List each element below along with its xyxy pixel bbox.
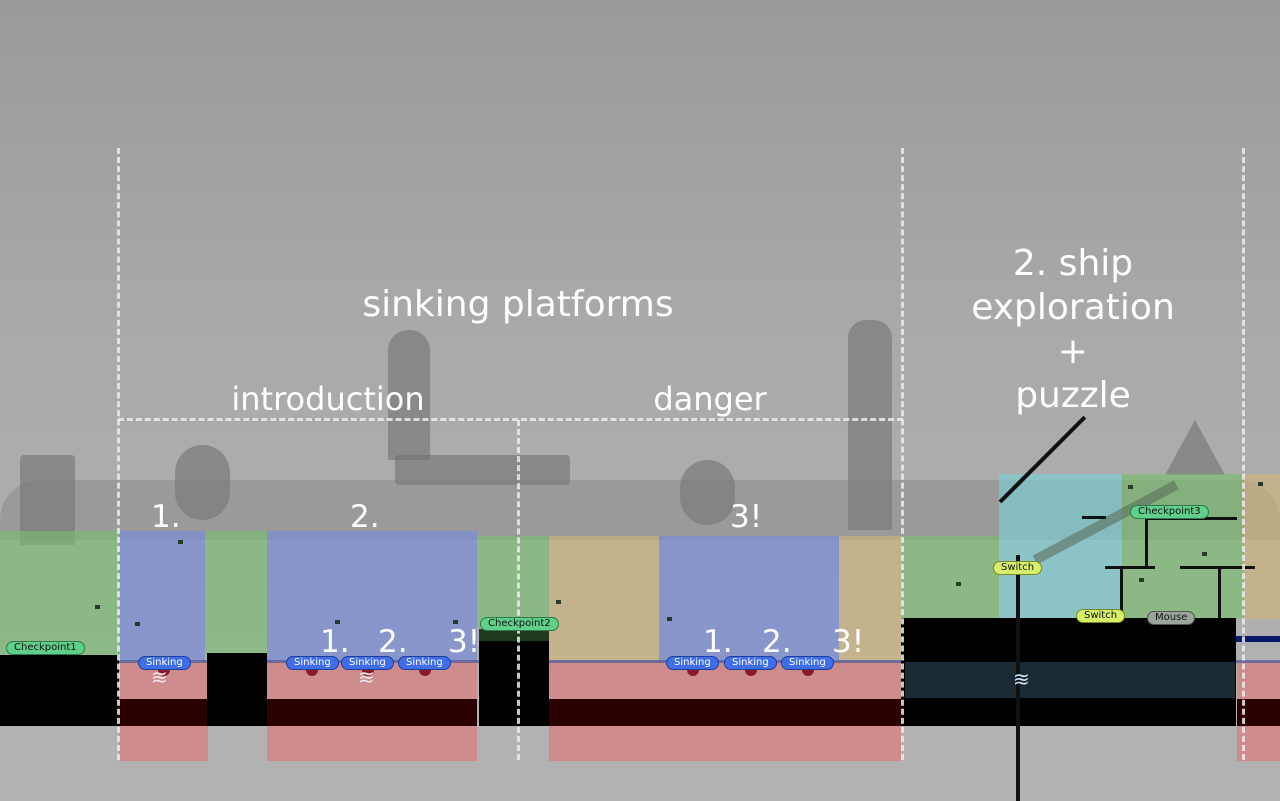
- marker-intro-sub-3: 3!: [448, 624, 481, 660]
- zone-danger-blue: [659, 536, 839, 661]
- platform-hook-intro: [158, 668, 170, 676]
- collectible-dot: [1139, 578, 1144, 582]
- collectible-dot: [1258, 482, 1263, 486]
- platform-hook-6: [802, 668, 814, 676]
- lighthouse-silhouette-right: [848, 320, 892, 530]
- water-wave-icon: ≋: [151, 665, 168, 689]
- water-wave-icon: ≋: [1013, 667, 1030, 691]
- marker-danger-3: 3!: [730, 499, 763, 535]
- grass-checkpoint2: [479, 629, 549, 641]
- platform-hook-2: [362, 668, 374, 676]
- switch-label-crane[interactable]: Switch: [993, 561, 1043, 575]
- marker-danger-sub-2: 2.: [762, 624, 792, 660]
- subsection-title-introduction: introduction: [231, 380, 425, 418]
- zone-intro-blue-1: [119, 531, 205, 661]
- divider-intro-danger: [517, 420, 520, 760]
- ship-deck-bar: [1236, 636, 1280, 642]
- collectible-dot: [956, 582, 961, 586]
- collectible-dot: [453, 620, 458, 624]
- ship-shelf-2: [1105, 566, 1155, 569]
- ship-wall-1: [1145, 518, 1148, 566]
- zone-danger-tan-2: [839, 536, 901, 661]
- marker-intro-sub-1: 1.: [320, 624, 350, 660]
- zone-ship-green-2: [1122, 474, 1244, 618]
- section-title-sinking-platforms: sinking platforms: [362, 284, 674, 325]
- collectible-dot: [1128, 485, 1133, 489]
- ship-shelf-3: [1180, 566, 1255, 569]
- ground-checkpoint2: [479, 629, 549, 726]
- collectible-dot: [667, 617, 672, 621]
- guitar-silhouette: [680, 460, 735, 525]
- section-title-ship-4: puzzle: [1015, 375, 1131, 416]
- collectible-dot: [178, 540, 183, 544]
- divider-platforms-ship: [901, 148, 904, 760]
- switch-label-deck[interactable]: Switch: [1076, 609, 1126, 623]
- windmill-silhouette: [20, 455, 75, 545]
- marker-intro-sub-2: 2.: [378, 624, 408, 660]
- sinking-platform-label-6[interactable]: Sinking: [781, 656, 834, 670]
- deep-water-3: [549, 699, 901, 726]
- section-title-ship-2: exploration: [971, 287, 1175, 328]
- checkpoint1-label[interactable]: Checkpoint1: [6, 641, 85, 655]
- marker-danger-sub-3: 3!: [832, 624, 865, 660]
- deep-water-2: [267, 699, 477, 726]
- collectible-dot: [556, 600, 561, 604]
- subsection-title-danger: danger: [653, 380, 767, 418]
- lighthouse-silhouette-left: [388, 330, 430, 460]
- deep-water-1: [119, 699, 208, 726]
- collectible-dot: [335, 620, 340, 624]
- ground-intro-pillar: [207, 653, 267, 726]
- platform-hook-1: [306, 668, 318, 676]
- buoy-silhouette: [175, 445, 230, 520]
- sailboat-silhouette: [1165, 420, 1225, 475]
- ground-start: [0, 655, 119, 726]
- collectible-dot: [1202, 552, 1207, 556]
- water-wave-icon: ≋: [358, 665, 375, 689]
- divider-end: [1242, 148, 1245, 760]
- divider-start: [117, 148, 120, 760]
- marker-intro-1: 1.: [151, 499, 181, 535]
- divider-subsections: [118, 418, 903, 421]
- ship-deck-line: [1082, 516, 1106, 519]
- sinking-platform-label-2[interactable]: Sinking: [341, 656, 394, 670]
- checkpoint2-label[interactable]: Checkpoint2: [480, 617, 559, 631]
- ship-wall-3: [1218, 566, 1221, 618]
- zone-ship-tan-edge: [1244, 474, 1280, 619]
- sinking-platform-label-1[interactable]: Sinking: [286, 656, 339, 670]
- zone-checkpoint2-green: [477, 536, 549, 628]
- section-title-ship-3: +: [1057, 331, 1089, 372]
- platform-hook-4: [687, 668, 699, 676]
- mouse-label[interactable]: Mouse: [1147, 611, 1196, 625]
- zone-intro-blue-2: [267, 531, 477, 661]
- sinking-platform-label-5[interactable]: Sinking: [724, 656, 777, 670]
- zone-danger-tan-1: [549, 536, 659, 661]
- platform-hook-3: [419, 668, 431, 676]
- zone-start-green: [0, 531, 119, 656]
- zone-intro-green: [205, 531, 267, 653]
- crane-tower: [1016, 555, 1020, 801]
- collectible-dot: [135, 622, 140, 626]
- marker-danger-sub-1: 1.: [703, 624, 733, 660]
- sinking-platform-label-intro[interactable]: Sinking: [138, 656, 191, 670]
- checkpoint3-label[interactable]: Checkpoint3: [1130, 505, 1209, 519]
- platform-hook-5: [745, 668, 757, 676]
- ship-wall-2: [1120, 566, 1123, 618]
- sinking-platform-label-3[interactable]: Sinking: [398, 656, 451, 670]
- pier-silhouette: [395, 455, 570, 485]
- collectible-dot: [95, 605, 100, 609]
- sinking-platform-label-4[interactable]: Sinking: [666, 656, 719, 670]
- section-title-ship-1: 2. ship: [1012, 243, 1134, 284]
- ship-hull: [905, 662, 1235, 698]
- marker-intro-2: 2.: [350, 499, 380, 535]
- zone-ship-green-1: [901, 536, 999, 618]
